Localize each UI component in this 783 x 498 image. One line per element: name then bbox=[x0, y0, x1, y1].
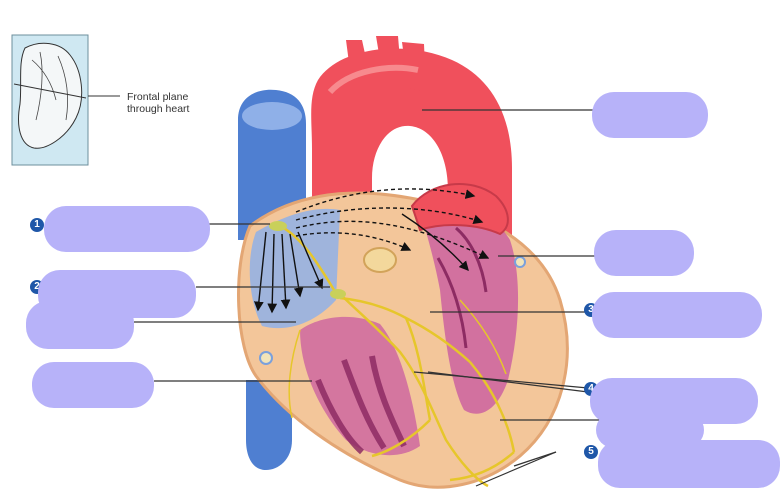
impulse-arrows bbox=[253, 188, 490, 314]
sa-node bbox=[269, 221, 287, 231]
label-mask-left-3 bbox=[26, 301, 134, 349]
label-mask-left-1 bbox=[44, 206, 210, 252]
inset-caption: Frontal plane through heart bbox=[127, 91, 189, 115]
label-mask-right-2 bbox=[594, 230, 694, 276]
av-node bbox=[330, 289, 346, 299]
label-mask-right-6 bbox=[598, 440, 780, 488]
step-badge-1: 1 bbox=[30, 218, 44, 232]
conduction-system bbox=[279, 224, 516, 488]
leader-lines bbox=[134, 109, 600, 487]
inset-thumbnail bbox=[11, 34, 120, 166]
step-badge-5: 5 bbox=[584, 445, 598, 459]
vena-cava bbox=[238, 89, 306, 470]
inset-caption-line1: Frontal plane bbox=[127, 91, 189, 103]
inset-caption-line2: through heart bbox=[127, 103, 190, 115]
label-mask-right-1 bbox=[592, 92, 708, 138]
label-mask-left-4 bbox=[32, 362, 154, 408]
label-mask-right-3 bbox=[592, 292, 762, 338]
